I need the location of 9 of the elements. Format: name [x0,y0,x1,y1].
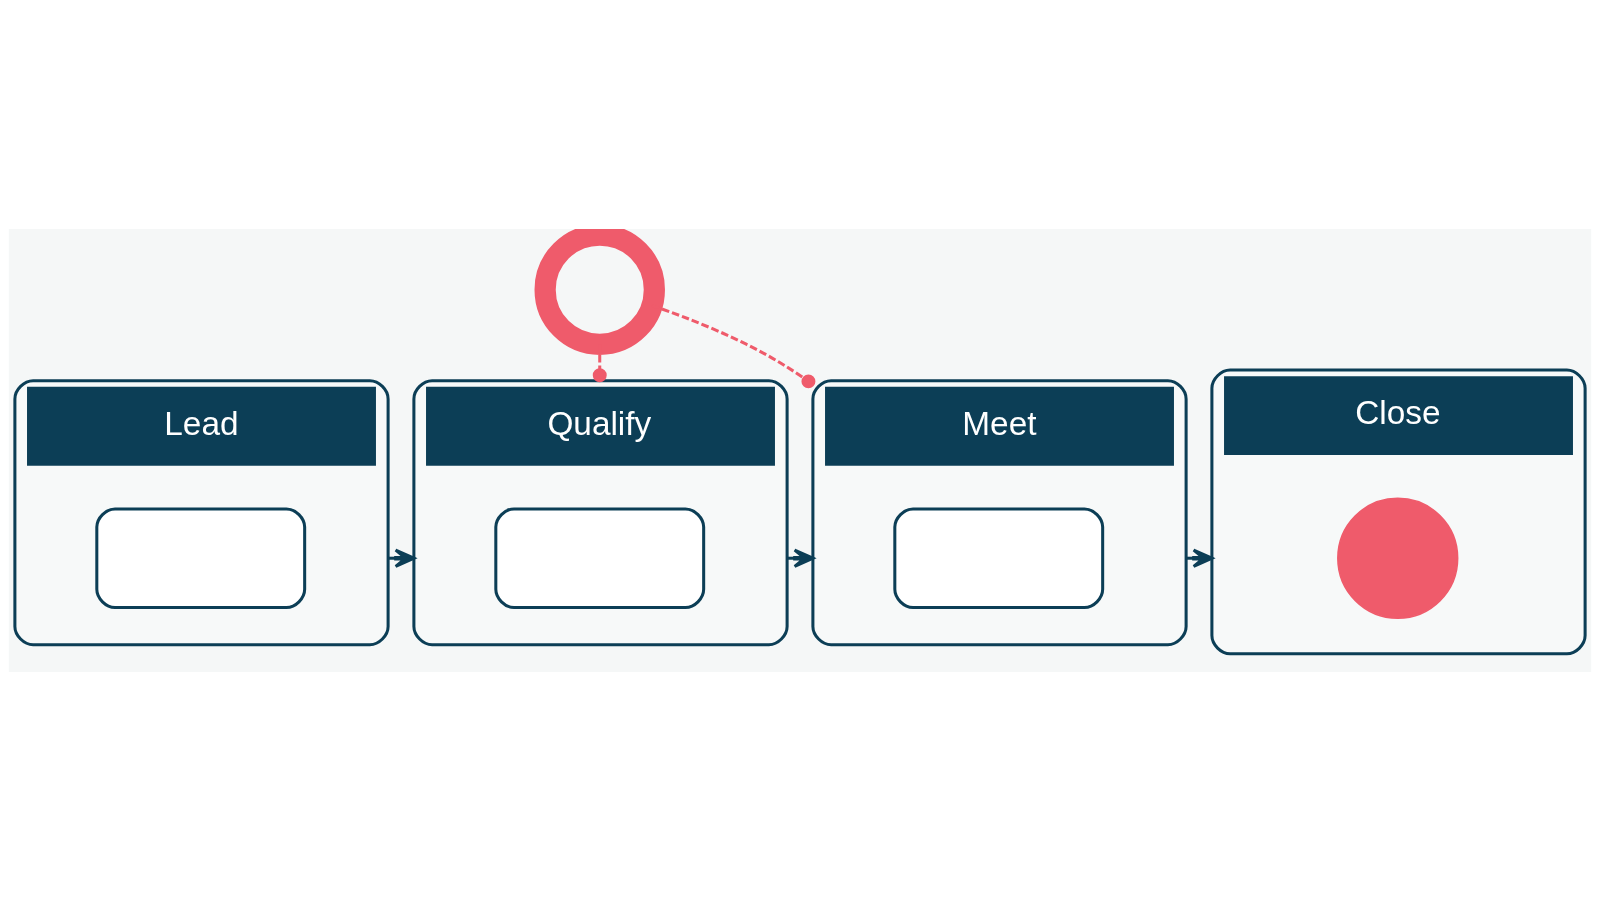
node-box [95,506,307,609]
node-box [893,506,1105,609]
node-box [494,506,706,609]
cluster: Close [1210,368,1587,655]
cluster: Lead [13,378,390,646]
node-circle [1337,497,1459,619]
node-gear [534,228,665,355]
cluster: Meet [811,378,1188,646]
cluster: Qualify [412,378,789,646]
